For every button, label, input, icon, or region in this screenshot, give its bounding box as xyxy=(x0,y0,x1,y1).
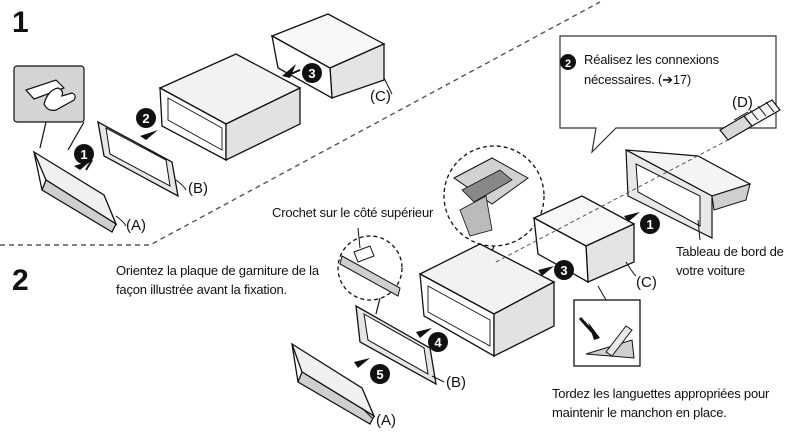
marker-1-bottom: 1 xyxy=(640,214,660,234)
marker-3-top: 3 xyxy=(302,63,322,83)
caption-dashboard-2: votre voiture xyxy=(676,263,745,278)
caption-orient-1: Orientez la plaque de garniture de la xyxy=(116,263,319,278)
label-a-bottom: (A) xyxy=(376,412,396,429)
step-2-number: 2 xyxy=(12,264,29,297)
marker-2-top: 2 xyxy=(136,108,156,128)
svg-text:2: 2 xyxy=(142,111,149,126)
caption-bend-1: Tordez les languettes appropriées pour xyxy=(552,386,770,401)
press-button-icon xyxy=(13,65,85,151)
marker-3-bottom: 3 xyxy=(554,260,574,280)
detail-magnifier-hook xyxy=(337,227,403,315)
caption-bend-2: maintenir le manchon en place. xyxy=(552,405,727,420)
label-b-top: (B) xyxy=(188,180,208,197)
radio-unit-bottom xyxy=(418,243,556,358)
caption-orient-2: façon illustrée avant la fixation. xyxy=(116,282,287,297)
assembly-axis xyxy=(495,139,729,263)
label-b-bottom: (B) xyxy=(446,374,466,391)
bend-tab-detail xyxy=(573,285,641,367)
svg-text:5: 5 xyxy=(376,367,383,382)
label-c-top: (C) xyxy=(370,88,391,105)
faceplate-bottom xyxy=(290,342,376,425)
svg-text:1: 1 xyxy=(80,147,87,162)
trim-plate-bottom xyxy=(355,304,437,386)
label-a-top: (A) xyxy=(126,217,146,234)
callout-line-1: Réalisez les connexions xyxy=(584,52,719,67)
caption-hook: Crochet sur le côté supérieur xyxy=(272,205,434,220)
label-leaders xyxy=(115,77,749,419)
callout-line-2: nécessaires. (➔17) xyxy=(584,72,692,87)
connections-callout: 2 xyxy=(559,35,781,154)
radio-unit-top xyxy=(158,53,302,162)
detail-magnifier-unit xyxy=(443,145,545,257)
svg-text:2: 2 xyxy=(565,58,571,70)
caption-dashboard-1: Tableau de bord de xyxy=(676,244,784,259)
label-d: (D) xyxy=(732,94,753,111)
marker-5-bottom: 5 xyxy=(370,364,390,384)
svg-text:1: 1 xyxy=(646,217,653,232)
marker-4-bottom: 4 xyxy=(428,332,448,352)
label-c-bottom: (C) xyxy=(636,274,657,291)
step-1-number: 1 xyxy=(12,6,29,39)
sleeve-bottom xyxy=(532,195,636,284)
arrows-step2 xyxy=(354,212,640,368)
faceplate-top xyxy=(32,150,118,233)
svg-text:3: 3 xyxy=(560,263,567,278)
sleeve-top xyxy=(270,13,386,100)
svg-text:4: 4 xyxy=(434,335,442,350)
marker-1-top: 1 xyxy=(74,144,94,164)
section-divider xyxy=(0,1,601,246)
trim-plate-top xyxy=(97,120,179,198)
svg-text:3: 3 xyxy=(308,66,315,81)
